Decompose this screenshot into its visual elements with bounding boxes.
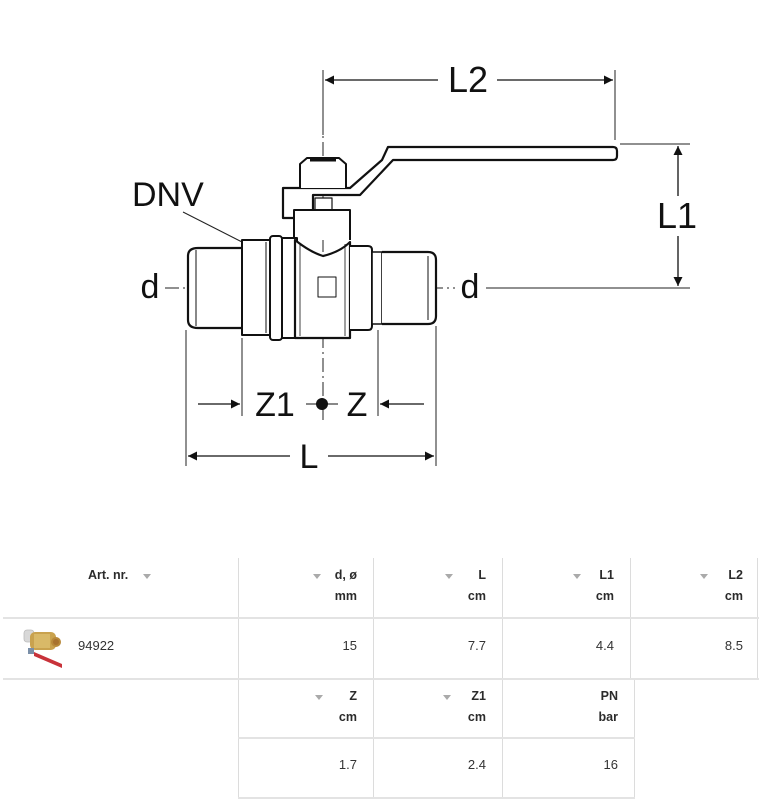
column-header-PN: PN bar xyxy=(502,686,634,736)
grid-line xyxy=(238,680,239,798)
cell-L2: 8.5 xyxy=(724,638,743,653)
header-unit: bar xyxy=(598,710,618,724)
dimension-L: L xyxy=(188,438,434,476)
sort-icon[interactable] xyxy=(445,574,453,579)
sort-icon[interactable] xyxy=(313,574,321,579)
valve-body xyxy=(186,145,619,341)
grid-line xyxy=(634,680,635,798)
product-thumbnail[interactable] xyxy=(18,626,66,670)
header-unit: cm xyxy=(724,589,743,603)
grid-line xyxy=(373,558,374,680)
header-label: d, ø xyxy=(334,568,357,582)
header-unit: cm xyxy=(467,710,486,724)
ball-valve-dimension-drawing: L2 L1 DNV d d xyxy=(132,59,697,476)
grid-line xyxy=(630,558,631,680)
cell-L1: 4.4 xyxy=(595,638,614,653)
header-label: Z xyxy=(349,689,357,703)
cell-Z1: 2.4 xyxy=(467,757,486,772)
label-Z: Z xyxy=(347,386,368,424)
extension-lines xyxy=(185,326,437,466)
grid-line xyxy=(238,797,635,799)
sort-icon[interactable] xyxy=(700,574,708,579)
header-label: PN xyxy=(600,689,618,703)
column-header-d[interactable]: d, ø mm xyxy=(238,565,373,615)
column-header-L2[interactable]: L2 cm xyxy=(630,565,757,615)
cell-d: 15 xyxy=(342,638,357,653)
header-label: L xyxy=(478,568,486,582)
header-label: L1 xyxy=(599,568,614,582)
cell-PN: 16 xyxy=(603,757,618,772)
label-d-left: d xyxy=(141,268,160,306)
sort-icon[interactable] xyxy=(315,695,323,700)
label-DNV: DNV xyxy=(132,176,204,214)
sort-icon[interactable] xyxy=(443,695,451,700)
label-Z1: Z1 xyxy=(255,386,295,424)
cell-L: 7.7 xyxy=(467,638,486,653)
header-label: Art. nr. xyxy=(88,568,129,582)
grid-line xyxy=(502,558,503,680)
article-number[interactable]: 94922 xyxy=(78,638,115,653)
sort-icon[interactable] xyxy=(573,574,581,579)
grid-line xyxy=(3,678,759,680)
header-unit: cm xyxy=(338,710,357,724)
label-d-right: d xyxy=(461,268,480,306)
grid-line xyxy=(373,680,374,798)
grid-line xyxy=(238,737,635,739)
header-unit: mm xyxy=(334,589,357,603)
column-header-L1[interactable]: L1 cm xyxy=(502,565,630,615)
grid-line xyxy=(757,558,758,680)
dimension-Z1-Z: Z1 Z xyxy=(198,386,424,424)
column-header-Z1[interactable]: Z1 cm xyxy=(373,686,502,736)
label-L: L xyxy=(300,438,319,476)
dimension-L2: L2 xyxy=(322,59,616,140)
grid-line xyxy=(502,680,503,798)
column-header-Z[interactable]: Z cm xyxy=(238,686,373,736)
header-label: Z1 xyxy=(471,689,486,703)
header-unit: cm xyxy=(467,589,486,603)
label-L1: L1 xyxy=(657,195,697,236)
grid-line xyxy=(238,558,239,680)
sort-icon[interactable] xyxy=(143,574,151,579)
column-header-art-nr[interactable]: Art. nr. xyxy=(0,565,238,615)
header-label: L2 xyxy=(728,568,743,582)
grid-line xyxy=(3,617,759,619)
label-L2: L2 xyxy=(448,59,488,100)
dimension-L1: L1 xyxy=(620,143,697,286)
cell-Z: 1.7 xyxy=(338,757,357,772)
column-header-L[interactable]: L cm xyxy=(373,565,502,615)
header-unit: cm xyxy=(595,589,614,603)
